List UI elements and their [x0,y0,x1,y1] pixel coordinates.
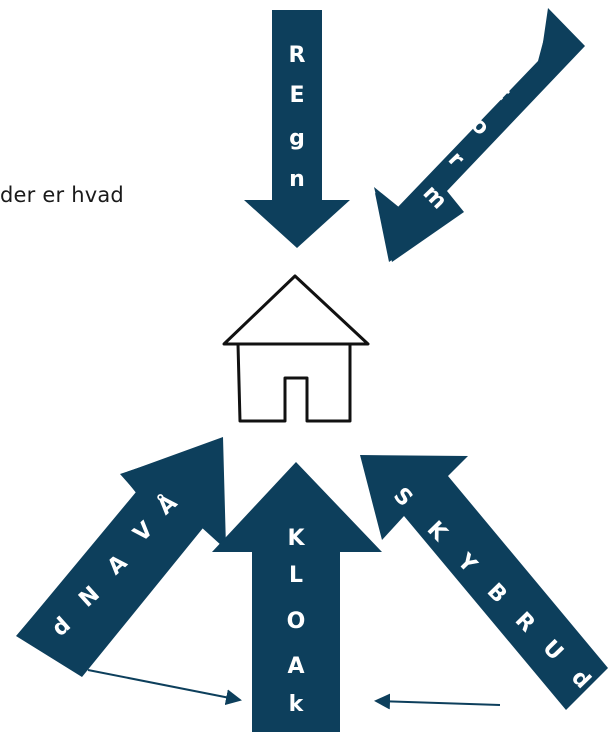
storm-arrow: S t o r m [374,8,585,262]
kloak-letter: L [289,563,303,588]
kloak-letter: O [287,609,306,634]
regn-letter: E [289,83,304,108]
kloak-letter: k [289,692,305,717]
kloak-arrow: K L O A k [212,462,382,732]
house-icon [222,274,370,423]
aa-arrow: Å V A N d [16,437,226,677]
left-pointer-arrow [87,669,242,706]
kloak-letter: K [287,526,305,551]
regn-arrow: R E g n [244,10,350,248]
regn-letter: n [289,167,305,192]
kloak-letter: A [287,654,304,679]
regn-letter: R [289,43,306,68]
right-pointer-arrow [374,693,501,710]
skybrud-arrow: S K Y B R U d [360,455,608,710]
cropped-text-fragment: der er hvad [0,183,124,207]
regn-letter: g [289,126,305,151]
